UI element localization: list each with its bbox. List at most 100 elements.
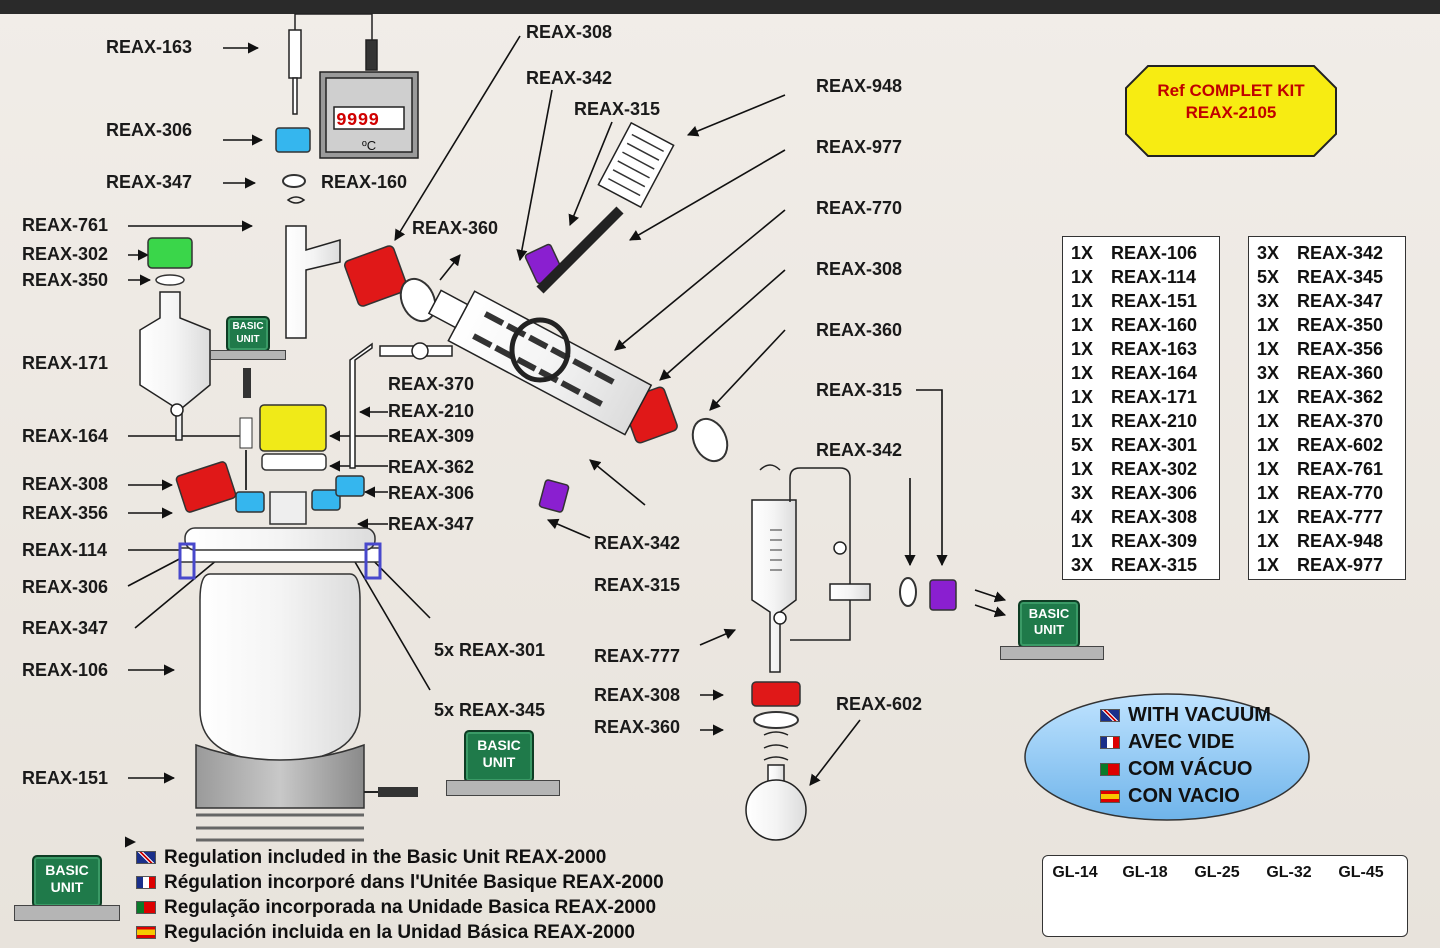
parts-list-row: 5XREAX-301 xyxy=(1071,433,1211,457)
part-qty: 1X xyxy=(1257,505,1297,529)
label-reax-347: REAX-347 xyxy=(106,172,192,192)
round-flask xyxy=(746,732,806,840)
label-reax-171: REAX-171 xyxy=(22,353,108,373)
part-qty: 1X xyxy=(1257,433,1297,457)
gl-size-legend: GL-14 GL-18 GL-25 GL-32 GL-45 xyxy=(1042,855,1408,937)
france-flag-icon xyxy=(1100,736,1120,749)
label-reax-160: REAX-160 xyxy=(321,172,407,192)
portugal-flag-icon xyxy=(136,901,156,914)
part-ref: REAX-977 xyxy=(1297,555,1383,575)
kit-badge-text: Ref COMPLET KIT REAX-2105 xyxy=(1126,80,1336,124)
label-reax-360-flask: REAX-360 xyxy=(594,717,680,737)
part-ref: REAX-777 xyxy=(1297,507,1383,527)
label-reax-342-bottom: REAX-342 xyxy=(594,533,680,553)
part-qty: 1X xyxy=(1071,385,1111,409)
part-ref: REAX-342 xyxy=(1297,243,1383,263)
gl-14-label: GL-14 xyxy=(1045,864,1105,882)
part-qty: 3X xyxy=(1257,361,1297,385)
part-qty: 1X xyxy=(1071,361,1111,385)
regulation-notes: Regulation included in the Basic Unit RE… xyxy=(136,845,664,945)
display-digits: 9999 xyxy=(336,111,379,131)
label-reax-977: REAX-977 xyxy=(816,137,902,157)
red-cap-flask xyxy=(752,682,800,706)
part-qty: 1X xyxy=(1071,337,1111,361)
adapter-761 xyxy=(286,197,340,338)
label-reax-315-top: REAX-315 xyxy=(574,99,660,119)
part-ref: REAX-761 xyxy=(1297,459,1383,479)
vacuum-row-fr: AVEC VIDE xyxy=(1100,729,1271,756)
gl-32-label: GL-32 xyxy=(1259,864,1319,882)
note-pt: Regulação incorporada na Unidade Basica … xyxy=(136,895,664,920)
part-ref: REAX-301 xyxy=(1111,435,1197,455)
reactor-body xyxy=(180,528,418,840)
part-ref: REAX-309 xyxy=(1111,531,1197,551)
label-reax-106: REAX-106 xyxy=(22,660,108,680)
part-qty: 1X xyxy=(1071,265,1111,289)
spain-flag-icon xyxy=(136,926,156,939)
vacuum-row-es: CON VACIO xyxy=(1100,783,1271,810)
seal-top xyxy=(283,175,305,187)
red-cap-left xyxy=(175,461,236,513)
part-qty: 1X xyxy=(1071,409,1111,433)
gl-18-label: GL-18 xyxy=(1115,864,1175,882)
label-reax-370: REAX-370 xyxy=(388,374,474,394)
label-reax-770: REAX-770 xyxy=(816,198,902,218)
label-reax-306-mid: REAX-306 xyxy=(388,483,474,503)
vacuum-legend: WITH VACUUM AVEC VIDE COM VÁCUO CON VACI… xyxy=(1100,702,1271,810)
label-5x-reax-345: 5x REAX-345 xyxy=(434,700,545,720)
part-qty: 1X xyxy=(1257,529,1297,553)
part-qty: 4X xyxy=(1071,505,1111,529)
parts-list-row: 1XREAX-160 xyxy=(1071,313,1211,337)
france-flag-icon xyxy=(136,876,156,889)
part-qty: 1X xyxy=(1071,241,1111,265)
part-qty: 1X xyxy=(1257,385,1297,409)
part-qty: 1X xyxy=(1257,553,1297,577)
part-ref: REAX-151 xyxy=(1111,291,1197,311)
parts-list-row: 5XREAX-345 xyxy=(1257,265,1397,289)
part-qty: 1X xyxy=(1257,409,1297,433)
label-reax-342-top: REAX-342 xyxy=(526,68,612,88)
kit-title: Ref COMPLET KIT xyxy=(1126,80,1336,102)
parts-list-row: 1XREAX-171 xyxy=(1071,385,1211,409)
label-reax-777: REAX-777 xyxy=(594,646,680,666)
stirrer-head xyxy=(598,123,673,207)
label-reax-308-flask: REAX-308 xyxy=(594,685,680,705)
label-reax-360-right: REAX-360 xyxy=(816,320,902,340)
part-ref: REAX-302 xyxy=(1111,459,1197,479)
part-ref: REAX-350 xyxy=(1297,315,1383,335)
label-reax-761: REAX-761 xyxy=(22,215,108,235)
part-ref: REAX-308 xyxy=(1111,507,1197,527)
part-ref: REAX-163 xyxy=(1111,339,1197,359)
label-reax-342-right: REAX-342 xyxy=(816,440,902,460)
part-ref: REAX-106 xyxy=(1111,243,1197,263)
note-en: Regulation included in the Basic Unit RE… xyxy=(136,845,664,870)
part-ref: REAX-345 xyxy=(1297,267,1383,287)
label-reax-948: REAX-948 xyxy=(816,76,902,96)
parts-list-row: 1XREAX-356 xyxy=(1257,337,1397,361)
vacuum-row-pt: COM VÁCUO xyxy=(1100,756,1271,783)
dean-stark-trap xyxy=(752,465,870,672)
parts-list-row: 3XREAX-306 xyxy=(1071,481,1211,505)
part-ref: REAX-210 xyxy=(1111,411,1197,431)
label-reax-164: REAX-164 xyxy=(22,426,108,446)
part-qty: 1X xyxy=(1071,457,1111,481)
label-reax-356: REAX-356 xyxy=(22,503,108,523)
parts-list-row: 1XREAX-777 xyxy=(1257,505,1397,529)
label-reax-308-right: REAX-308 xyxy=(816,259,902,279)
part-ref: REAX-602 xyxy=(1297,435,1383,455)
label-reax-306: REAX-306 xyxy=(106,120,192,140)
parts-list-right: 3XREAX-3425XREAX-3453XREAX-3471XREAX-350… xyxy=(1248,236,1406,580)
note-fr: Régulation incorporé dans l'Unitée Basiq… xyxy=(136,870,664,895)
label-reax-360: REAX-360 xyxy=(412,218,498,238)
part-ref: REAX-356 xyxy=(1297,339,1383,359)
vacuum-row-en: WITH VACUUM xyxy=(1100,702,1271,729)
kit-ref: REAX-2105 xyxy=(1126,102,1336,124)
